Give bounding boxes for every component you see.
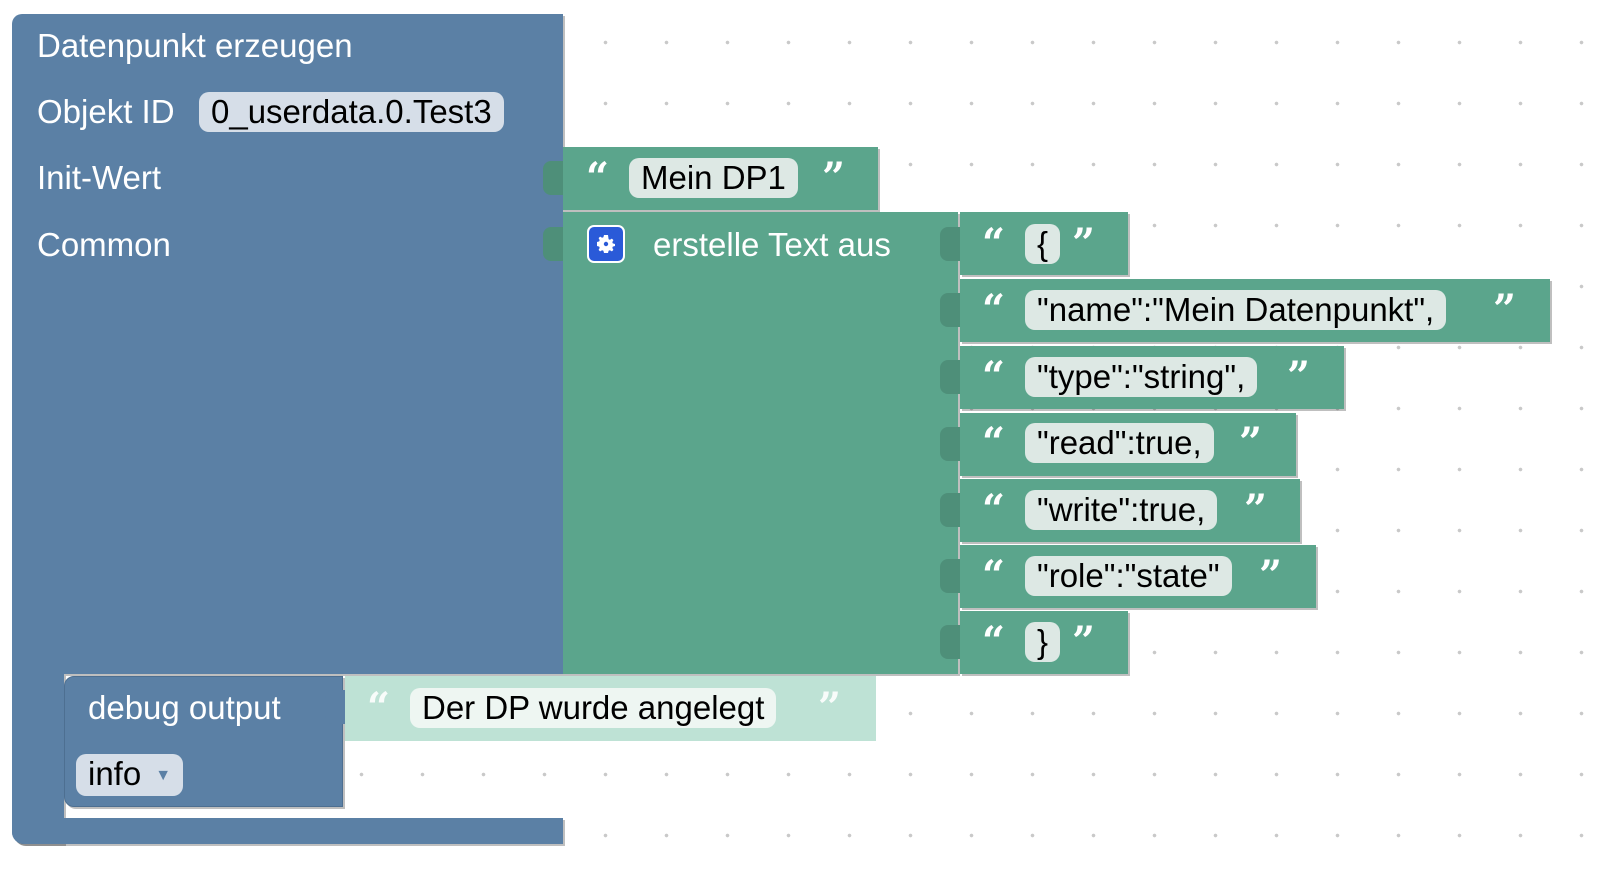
quote-open-icon: “: [982, 286, 1006, 333]
json-text-field[interactable]: "type":"string",: [1025, 357, 1258, 397]
debug-message-connector: [325, 690, 345, 724]
quote-close-icon: ”: [1259, 552, 1283, 599]
json-text-connector: [940, 559, 960, 593]
debug-message-field[interactable]: Der DP wurde angelegt: [410, 688, 777, 728]
create-datapoint-block-footer: [12, 818, 563, 844]
quote-close-icon: ”: [1072, 220, 1096, 267]
json-text-field[interactable]: "read":true,: [1025, 423, 1214, 463]
json-text-connector: [940, 227, 960, 261]
quote-open-icon: “: [586, 154, 610, 201]
create-datapoint-block-spine: [12, 674, 64, 844]
quote-close-icon: ”: [1244, 486, 1268, 533]
chevron-down-icon: ▼: [155, 767, 172, 785]
debug-level-dropdown[interactable]: info ▼: [76, 754, 184, 797]
json-text-field[interactable]: "write":true,: [1025, 490, 1218, 530]
text-join-label: erstelle Text aus: [653, 226, 891, 263]
quote-open-icon: “: [982, 552, 1006, 599]
quote-close-icon: ”: [822, 154, 846, 201]
json-text-field[interactable]: "name":"Mein Datenpunkt",: [1025, 290, 1447, 330]
quote-open-icon: “: [982, 486, 1006, 533]
debug-output-label: debug output: [88, 689, 281, 726]
quote-open-icon: “: [982, 419, 1006, 466]
object-id-label: Objekt ID: [37, 93, 175, 130]
init-value-field[interactable]: Mein DP1: [629, 158, 798, 198]
block-title: Datenpunkt erzeugen: [37, 27, 353, 64]
debug-level-value: info: [88, 755, 142, 792]
quote-close-icon: ”: [1493, 286, 1517, 333]
json-text-connector: [940, 360, 960, 394]
json-text-field[interactable]: "role":"state": [1025, 556, 1232, 596]
quote-close-icon: ”: [1072, 618, 1096, 665]
quote-close-icon: ”: [1287, 353, 1311, 400]
quote-open-icon: “: [982, 220, 1006, 267]
quote-open-icon: “: [367, 684, 391, 731]
json-text-connector: [940, 493, 960, 527]
object-id-field[interactable]: 0_userdata.0.Test3: [199, 92, 504, 132]
gear-icon[interactable]: [587, 225, 625, 263]
quote-close-icon: ”: [1239, 419, 1263, 466]
text-join-connector: [543, 227, 563, 261]
json-text-connector: [940, 427, 960, 461]
json-text-field[interactable]: }: [1025, 622, 1061, 662]
init-value-label: Init-Wert: [37, 159, 162, 196]
json-text-connector: [940, 293, 960, 327]
quote-open-icon: “: [982, 353, 1006, 400]
quote-close-icon: ”: [818, 684, 842, 731]
json-text-connector: [940, 625, 960, 659]
text-join-block[interactable]: [563, 212, 958, 674]
common-label: Common: [37, 226, 171, 263]
json-text-field[interactable]: {: [1025, 224, 1061, 264]
init-value-connector: [543, 161, 563, 195]
quote-open-icon: “: [982, 618, 1006, 665]
